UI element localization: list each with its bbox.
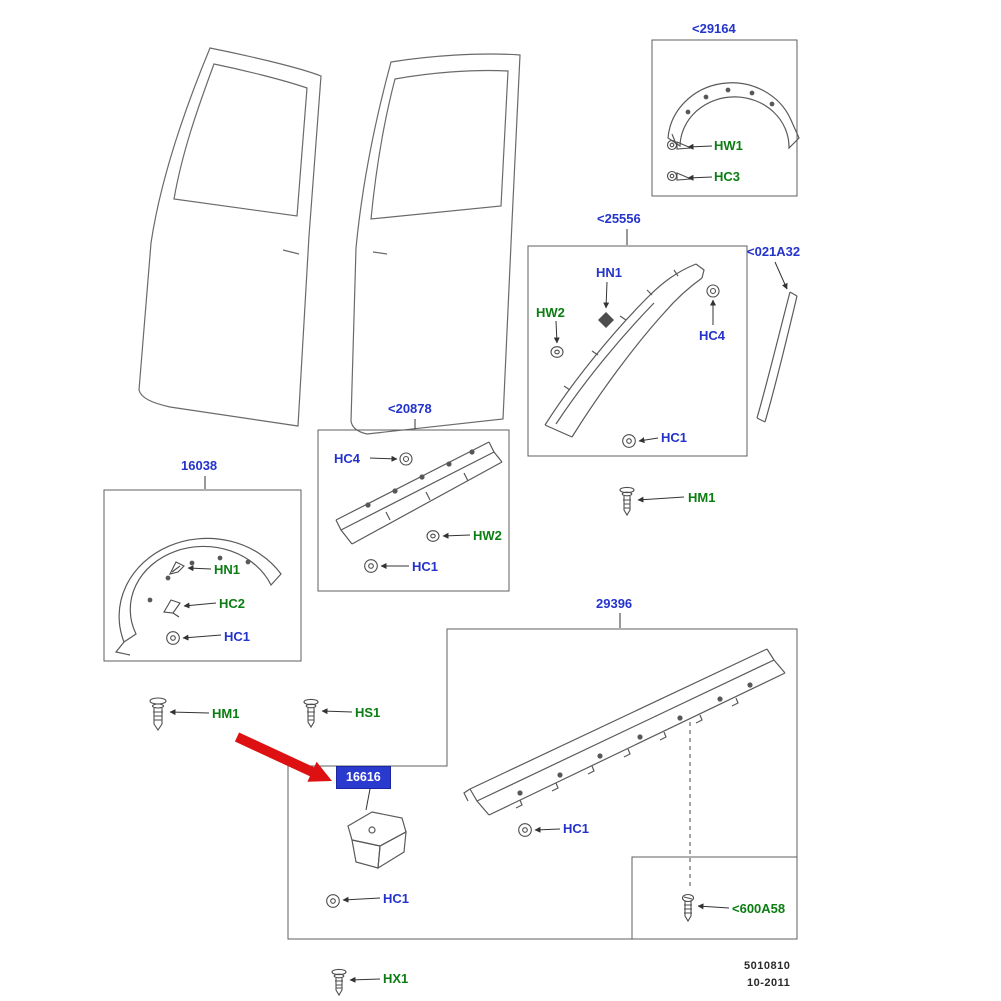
- fastener-label-hs1: HS1: [355, 705, 381, 720]
- fastener-label-hn1-b: HN1: [214, 562, 241, 577]
- front-door-outline: [138, 47, 322, 427]
- washer-icon-hc1-d: [518, 823, 532, 837]
- highlighted-part-label: 16616: [336, 766, 391, 789]
- nut-icon-hc4-b: [399, 452, 413, 466]
- washer-icon-hc1-e: [326, 894, 340, 908]
- screw-icon-hc3: [666, 170, 692, 182]
- sill-molding-29396: [463, 648, 786, 816]
- box-29164: [651, 39, 798, 197]
- clip-icon-hn1-diamond: [598, 312, 614, 328]
- door-molding-25556: [544, 263, 705, 438]
- box-29396: [287, 628, 798, 940]
- pushpin-icon-hm1-right: [619, 486, 635, 517]
- fastener-label-hc4-a: HC4: [699, 328, 726, 343]
- part-label-600a58: <600A58: [732, 901, 786, 916]
- box-600a58: [631, 856, 797, 939]
- fastener-label-hw2-b: HW2: [473, 528, 502, 543]
- wheel-arch-flare-16038: [114, 537, 282, 656]
- leader-lines: [169, 143, 788, 983]
- fastener-label-hc1-a: HC1: [661, 430, 688, 445]
- part-label-20878: <20878: [388, 401, 432, 416]
- fastener-label-hm1-left: HM1: [212, 706, 240, 721]
- fastener-label-hx1: HX1: [383, 971, 409, 986]
- fastener-label-hc1-c: HC1: [224, 629, 251, 644]
- washer-icon-hw2-a: [550, 346, 564, 358]
- fastener-label-hm1-right: HM1: [688, 490, 716, 505]
- part-label-29164: <29164: [692, 21, 736, 36]
- washer-icon-hw2-b: [426, 530, 440, 542]
- clip-icon-hc2: [163, 599, 181, 618]
- washer-icon-hc1-c: [166, 631, 180, 645]
- clip-icon-hn1-b: [168, 561, 185, 575]
- fastener-label-hc2: HC2: [219, 596, 246, 611]
- wheel-arch-flare-29164: [667, 82, 800, 150]
- washer-icon-hc1-b: [364, 559, 378, 573]
- screw-icon-hw1: [666, 139, 692, 151]
- fastener-label-hc3: HC3: [714, 169, 741, 184]
- nut-icon-hc4-a: [706, 284, 720, 298]
- screw-icon-600a58: [681, 893, 695, 923]
- pushpin-icon-hm1-left: [149, 697, 167, 731]
- part-label-29396: 29396: [596, 596, 633, 611]
- fastener-label-hn1-a: HN1: [596, 265, 623, 280]
- pushpin-icon-hs1: [303, 698, 319, 729]
- fastener-label-hc1-e: HC1: [383, 891, 410, 906]
- fastener-label-hw1: HW1: [714, 138, 743, 153]
- part-label-25556: <25556: [597, 211, 641, 226]
- fastener-label-hc1-d: HC1: [563, 821, 590, 836]
- rear-door-outline: [350, 53, 521, 435]
- callout-boxes: [103, 39, 798, 940]
- box-20878: [317, 429, 510, 592]
- box-16038: [103, 489, 302, 662]
- washer-icon-hc1-a: [622, 434, 636, 448]
- pushpin-icon-hx1: [331, 968, 347, 997]
- fastener-label-hw2-a: HW2: [536, 305, 565, 320]
- part-label-021a32: <021A32: [747, 244, 801, 259]
- red-arrow: [234, 732, 332, 782]
- body-side-molding-20878: [335, 441, 503, 545]
- doc-number: 5010810: [744, 960, 791, 972]
- part-label-16038: 16038: [181, 458, 218, 473]
- doc-date: 10-2011: [747, 977, 791, 989]
- pillar-strip-021a32: [756, 291, 798, 423]
- fastener-label-hc4-b: HC4: [334, 451, 361, 466]
- fastener-label-hc1-b: HC1: [412, 559, 439, 574]
- box-25556: [527, 245, 748, 457]
- bracket-part-highlighted: [347, 811, 407, 870]
